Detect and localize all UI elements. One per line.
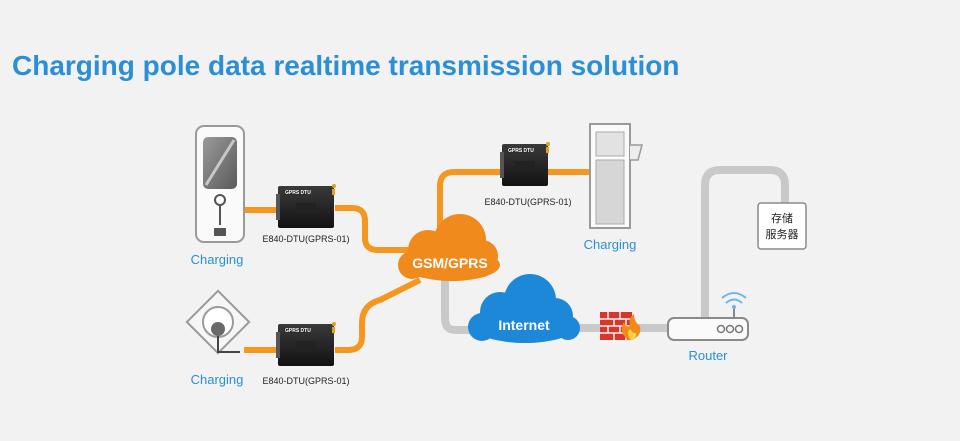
internet-cloud: Internet: [468, 274, 580, 343]
server-label-line2: 服务器: [766, 228, 799, 241]
dtu-badge-text: GPRS DTU: [285, 328, 311, 334]
fuel-style-charger-icon: [589, 123, 643, 229]
page-title: Charging pole data realtime transmission…: [12, 50, 680, 81]
dtu-badge-text: GPRS DTU: [508, 148, 534, 154]
wifi-icon: [721, 292, 747, 318]
firewall-icon: [600, 312, 641, 340]
dtu-badge-text: GPRS DTU: [285, 190, 311, 196]
dtu-left-top-label: E840-DTU(GPRS-01): [262, 234, 349, 244]
link-dtu-bottom-to-gsm: [335, 277, 422, 353]
dtu-left-bottom-label: E840-DTU(GPRS-01): [262, 376, 349, 386]
charger-top-label: Charging: [191, 252, 244, 267]
router-icon: [667, 317, 749, 341]
link-internet-to-gsm: [441, 261, 479, 334]
dtu-device-icon: GPRS DTU: [276, 184, 336, 228]
gsm-cloud-label: GSM/GPRS: [412, 255, 487, 271]
dtu-device-icon: GPRS DTU: [276, 322, 336, 366]
charging-socket-icon: [185, 289, 251, 355]
dtu-device-icon: GPRS DTU: [500, 142, 550, 186]
link-dtu-top-to-gsm: [335, 205, 410, 253]
charger-right-label: Charging: [584, 237, 637, 252]
router-label: Router: [688, 348, 728, 363]
charging-pole-icon: [195, 125, 245, 243]
link-gsm-to-dtu-right: [437, 169, 502, 235]
gsm-cloud: GSM/GPRS: [398, 214, 500, 281]
dtu-right-label: E840-DTU(GPRS-01): [484, 197, 571, 207]
server-icon: 存储 服务器: [757, 202, 807, 250]
server-label-line1: 存储: [771, 211, 793, 225]
charger-bottom-label: Charging: [191, 372, 244, 387]
internet-cloud-label: Internet: [498, 317, 550, 333]
link-router-to-server: [701, 166, 789, 324]
